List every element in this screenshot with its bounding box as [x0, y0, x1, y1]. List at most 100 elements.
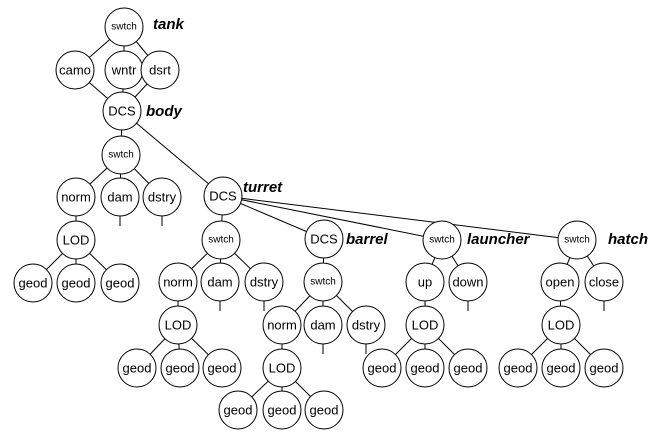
node-circle [405, 262, 445, 302]
node-hatch-geod2: geod [541, 348, 581, 388]
node-hatch-swtch: swtch [557, 220, 597, 260]
node-hatch-geod3: geod [584, 348, 624, 388]
node-label: swtch [208, 235, 234, 246]
node-circle [56, 263, 96, 303]
node-body-dstry: dstry [142, 177, 182, 217]
node-circle [405, 348, 445, 388]
node-circle [158, 262, 198, 302]
node-circle [201, 220, 241, 260]
node-barrel-geod1: geod [218, 390, 258, 430]
node-circle [160, 348, 200, 388]
node-circle [262, 390, 302, 430]
node-circle [262, 305, 302, 345]
edge-turret_dcs-launcher_swtch [222, 195, 443, 241]
node-circle [540, 262, 580, 302]
label-turret: turret [243, 179, 283, 196]
node-body-geod1: geod [13, 263, 53, 303]
node-turret-geod1: geod [117, 348, 157, 388]
node-label: geod [62, 276, 91, 291]
node-circle [117, 348, 157, 388]
node-circle [13, 263, 53, 303]
node-circle [218, 390, 258, 430]
node-launcher-geod1: geod [362, 348, 402, 388]
node-label: open [546, 275, 575, 290]
node-label: geod [368, 361, 397, 376]
node-circle [202, 348, 242, 388]
label-body: body [146, 103, 182, 120]
node-label: DCS [108, 104, 136, 119]
node-circle [56, 177, 96, 217]
node-barrel-dcs: DCS [304, 219, 344, 259]
node-launcher-geod2: geod [405, 348, 445, 388]
node-barrel-swtch: swtch [303, 262, 343, 302]
node-body-norm: norm [56, 177, 96, 217]
node-tank-swtch: swtch [104, 7, 144, 47]
node-hatch-close: close [584, 262, 624, 302]
node-circle [362, 348, 402, 388]
node-label: geod [166, 361, 195, 376]
node-circle [244, 262, 284, 302]
node-label: norm [61, 190, 91, 205]
node-label: geod [19, 276, 48, 291]
node-circle [448, 348, 488, 388]
node-label: geod [268, 403, 297, 418]
node-barrel-dam: dam [303, 305, 343, 345]
node-label: geod [310, 403, 339, 418]
node-label: camo [59, 63, 91, 78]
node-circle [304, 390, 344, 430]
node-label: dstry [250, 275, 279, 290]
node-circle [140, 50, 180, 90]
node-launcher-swtch: swtch [422, 220, 462, 260]
node-hatch-open: open [540, 262, 580, 302]
node-body-dcs: DCS [102, 91, 142, 131]
node-dsrt: dsrt [140, 50, 180, 90]
node-label: up [418, 275, 432, 290]
node-label: swtch [310, 277, 336, 288]
node-label: LOD [165, 318, 192, 333]
node-circle [203, 176, 243, 216]
node-circle [422, 220, 462, 260]
node-label: swtch [429, 235, 455, 246]
node-label: LOD [269, 361, 296, 376]
node-label: swtch [111, 22, 137, 33]
node-body-swtch: swtch [101, 135, 141, 175]
node-circle [303, 305, 343, 345]
node-label: dsrt [149, 63, 171, 78]
node-circle [557, 220, 597, 260]
node-barrel-dstry: dstry [346, 305, 386, 345]
node-launcher-down: down [448, 262, 488, 302]
label-tank: tank [153, 16, 185, 33]
node-label: geod [504, 361, 533, 376]
node-barrel-geod3: geod [304, 390, 344, 430]
node-turret-norm: norm [158, 262, 198, 302]
edge-body_dcs-turret_dcs [121, 110, 224, 197]
node-launcher-lod: LOD [405, 305, 445, 345]
node-hatch-lod: LOD [541, 305, 581, 345]
node-turret-lod: LOD [158, 305, 198, 345]
node-turret-dam: dam [200, 262, 240, 302]
node-label: geod [106, 276, 135, 291]
node-label: down [452, 275, 483, 290]
label-barrel: barrel [346, 231, 389, 248]
node-circle [55, 50, 95, 90]
node-label: DCS [310, 232, 338, 247]
node-turret-geod2: geod [160, 348, 200, 388]
node-label: LOD [548, 318, 575, 333]
node-circle [102, 91, 142, 131]
node-label: swtch [564, 235, 590, 246]
node-label: dam [310, 318, 335, 333]
label-hatch: hatch [608, 231, 648, 248]
node-body-geod3: geod [100, 263, 140, 303]
node-hatch-geod1: geod [498, 348, 538, 388]
node-label: geod [411, 361, 440, 376]
node-turret-geod3: geod [202, 348, 242, 388]
node-label: geod [224, 403, 253, 418]
label-launcher: launcher [467, 231, 531, 248]
annotations: tank body turret barrel launcher hatch [146, 16, 648, 248]
node-circle [448, 262, 488, 302]
node-circle [405, 305, 445, 345]
node-circle [262, 348, 302, 388]
node-launcher-up: up [405, 262, 445, 302]
